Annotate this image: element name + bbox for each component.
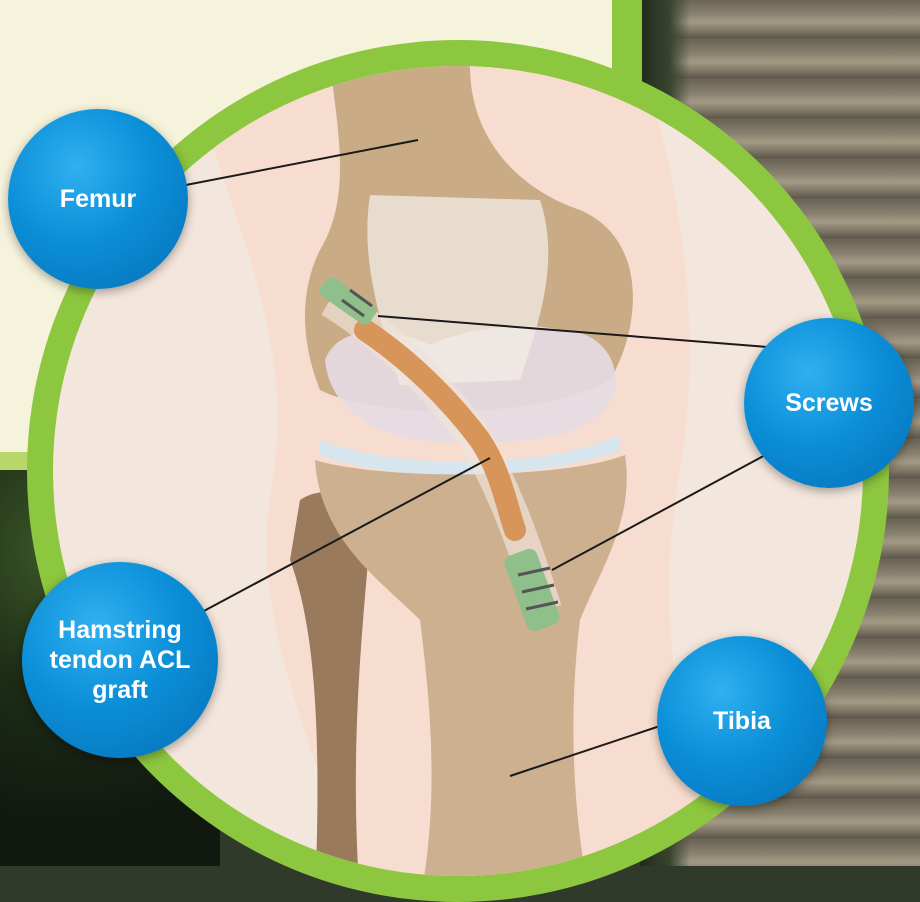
screws-label: Screws [785,388,873,418]
tibia-label-bubble: Tibia [657,636,827,806]
femur-label: Femur [60,184,136,214]
leader-screws-bottom [552,446,782,570]
leader-femur [160,140,418,190]
leader-screws-top [378,316,780,348]
screws-label-bubble: Screws [744,318,914,488]
femur-label-bubble: Femur [8,109,188,289]
hamstring-label-bubble: Hamstring tendon ACL graft [22,562,218,758]
leader-hamstring [202,458,490,612]
tibia-label: Tibia [713,706,771,736]
hamstring-label: Hamstring tendon ACL graft [40,615,200,705]
